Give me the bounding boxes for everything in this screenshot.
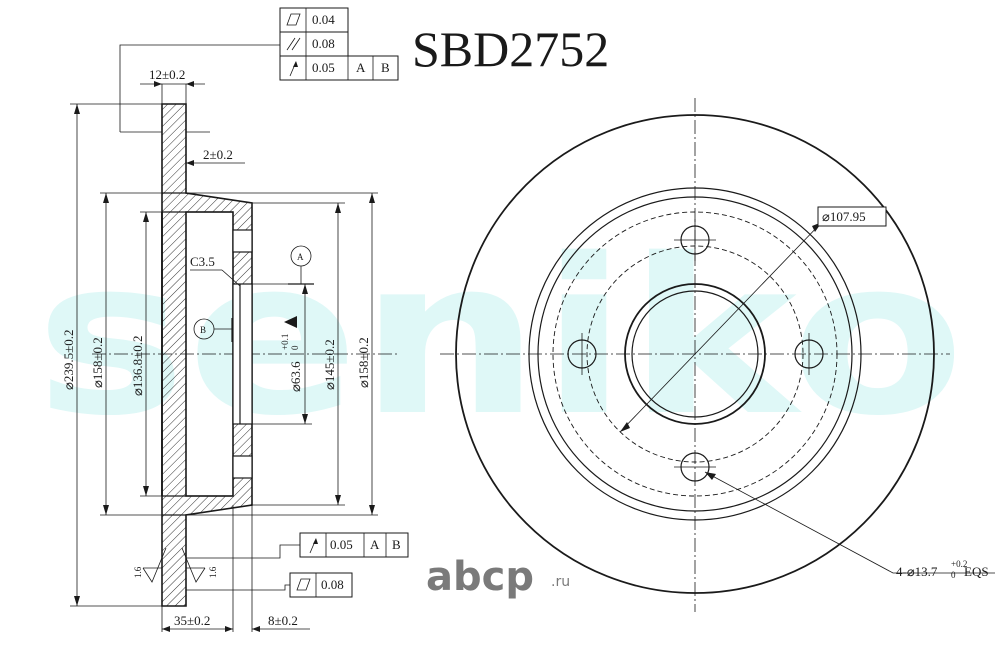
- flatness-bracket-left: [119, 44, 280, 132]
- hub-hidden-circle: [552, 211, 838, 497]
- dim-center-bore-tol-lower: 0: [290, 345, 300, 350]
- fcf-top: 0.04 0.08 0.05 A B: [279, 7, 399, 81]
- dim-hub-wall: 2±0.2: [203, 147, 233, 162]
- dim-height: 35±0.2: [174, 613, 210, 628]
- flatness-icon-bottom: [296, 578, 311, 591]
- roughness-left-symbol: [142, 547, 167, 583]
- bolt-circle-label: ⌀107.95: [822, 209, 866, 224]
- dim-158-right: ⌀158±0.2: [356, 337, 371, 388]
- logo-suffix: .ru: [551, 574, 570, 590]
- bolt-holes: [567, 219, 824, 482]
- fcf-top-flatness-value: 0.04: [312, 12, 335, 27]
- dim-158-left: ⌀158±0.2: [90, 337, 105, 388]
- outer-edge-circle: [455, 114, 935, 594]
- datum-b-label: B: [200, 325, 206, 335]
- bolt-circle-box: [817, 206, 887, 227]
- bore-outer-circle: [624, 283, 766, 425]
- holes-eqs: EQS: [964, 564, 989, 579]
- datum-triangle: [284, 316, 297, 328]
- dim-136: ⌀136.8±0.2: [130, 336, 145, 396]
- abcp-logo: abcp .ru: [426, 554, 570, 600]
- fcf-bottom-flatness-value: 0.08: [321, 577, 344, 592]
- dim-35-arrow-right: [225, 626, 233, 632]
- fcf-flatness-leader: [186, 584, 290, 591]
- holes-label: 4-⌀13.7: [896, 564, 938, 579]
- dim-center-bore: ⌀63.6: [288, 361, 303, 392]
- runout-arrow-head: [293, 61, 298, 67]
- datum-a-label: A: [297, 252, 304, 262]
- bolt-circle-arrow-a: [620, 422, 630, 432]
- dim-145: ⌀145±0.2: [322, 339, 337, 390]
- fcf-bottom-datum-b: B: [392, 537, 401, 552]
- hat-inner-circle: [537, 196, 853, 512]
- fcf-bottom: 0.05 A B 0.08: [289, 532, 409, 598]
- holes-leader-arrow: [705, 472, 716, 480]
- front-view: ⌀107.95 4-⌀13.7 +0.2 0 EQS: [440, 98, 995, 612]
- runout-arrow-head-bottom: [313, 538, 318, 544]
- dim-outer-diameter: ⌀239.5±0.2: [61, 330, 76, 390]
- dim-center-bore-tol-upper: +0.1: [280, 334, 290, 350]
- fcf-runout-leader: [186, 544, 300, 559]
- holes-tol-upper: +0.2: [951, 559, 967, 569]
- chamfer-label: C3.5: [190, 254, 215, 269]
- center-bore-gap: [232, 283, 253, 425]
- roughness-right-symbol: [181, 547, 206, 583]
- logo-text: abcp: [426, 554, 534, 600]
- fcf-bottom-runout-frame: [299, 532, 409, 558]
- holes-leader: [704, 471, 995, 574]
- roughness-right-label: 1.6: [208, 566, 218, 578]
- bolt-slot-top: [232, 229, 253, 253]
- parallelism-icon-b: [291, 37, 301, 51]
- flatness-icon: [286, 13, 301, 26]
- hat-outer-circle: [528, 187, 862, 521]
- fcf-top-datum-b: B: [381, 60, 390, 75]
- fcf-top-runout-frame: [279, 55, 399, 81]
- bolt-circle-leader: [619, 221, 823, 433]
- watermark-text: seniko: [35, 212, 965, 463]
- parallelism-icon: [286, 37, 296, 51]
- dim-arrows: [74, 104, 375, 606]
- dim-2-arrow: [186, 160, 194, 166]
- bolt-slot-bottom: [232, 455, 253, 479]
- dim-35-arrow-left: [162, 626, 170, 632]
- section-view: ⌀239.5±0.2 ⌀158±0.2 ⌀136.8±0.2 ⌀63.6 +0.…: [61, 44, 400, 632]
- dim-12-arrow-left: [154, 81, 162, 87]
- fcf-top-runout-value: 0.05: [312, 60, 335, 75]
- fcf-top-datum-a: A: [356, 60, 366, 75]
- holes-tol-lower: 0: [951, 570, 956, 580]
- chamfer-leader: [221, 269, 241, 287]
- dim-12-arrow-right: [186, 81, 194, 87]
- bore-inner-circle: [631, 290, 759, 418]
- part-number-title: SBD2752: [412, 21, 609, 77]
- dim-8-arrow: [252, 626, 260, 632]
- dim-hat-depth: 8±0.2: [268, 613, 298, 628]
- fcf-bottom-runout-value: 0.05: [330, 537, 353, 552]
- roughness-left-label: 1.6: [133, 566, 143, 578]
- fcf-bottom-flatness-frame: [289, 572, 353, 598]
- fcf-top-parallel-value: 0.08: [312, 36, 335, 51]
- fcf-bottom-datum-a: A: [370, 537, 380, 552]
- dim-thickness: 12±0.2: [149, 67, 185, 82]
